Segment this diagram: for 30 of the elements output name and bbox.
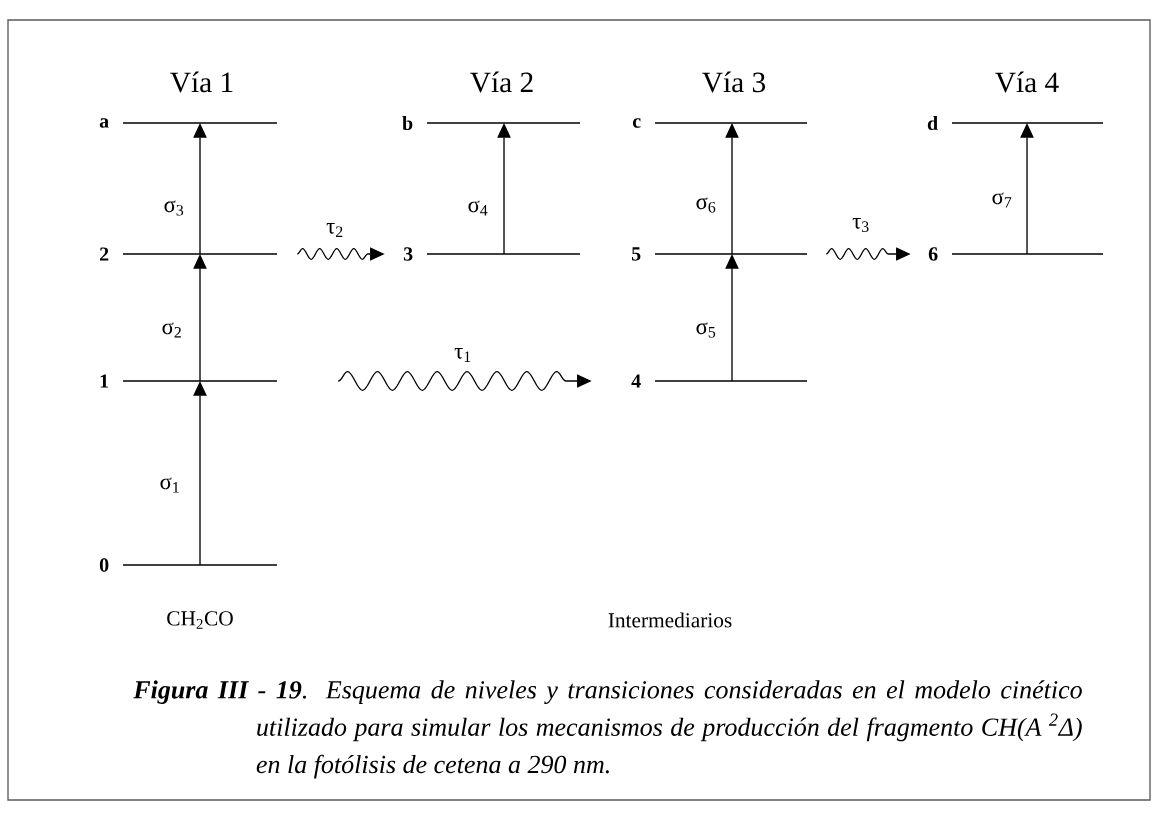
arrow [725,254,739,382]
edge-label: σ$_{5}$ [696,322,716,338]
arrow [725,123,739,255]
edge-label: τ$_{1}$ [454,348,471,362]
figure-caption: Figura III - 19. Esquema de niveles y transiciones consideradas en el modelo cinético utilizado para simular los mecanismos de producción del fragmento CH(A $^{2}$Δ) en la fotólisis de cetena a 290 nm. [133,680,1082,779]
edge-label: σ$_{4}$ [468,200,488,216]
edge-label: σ$_{2}$ [162,322,181,338]
group-label: Intermediarios [608,612,732,628]
energy-level: 2 [99,247,278,261]
edge-label: σ$_{3}$ [164,200,184,216]
energy-level: c [632,118,808,128]
arrow [1020,123,1034,255]
edge-label: σ$_{1}$ [160,477,179,493]
edge-label: τ$_{2}$ [326,223,343,237]
energy-level: 3 [403,247,581,261]
energy-level: a [99,118,278,128]
arrow [193,123,207,255]
arrow [193,381,207,566]
edge-label: σ$_{6}$ [696,197,716,213]
energy-level: 5 [631,247,808,261]
edge-label: σ$_{7}$ [992,192,1012,208]
energy-level: 4 [631,374,808,388]
energy-level: 0 [99,558,278,572]
energy-level: 6 [928,247,1104,261]
arrow [497,123,511,255]
edge-label: τ$_{3}$ [852,218,869,232]
arrow [193,254,207,382]
energy-level: b [402,116,581,131]
energy-level: 1 [100,374,278,388]
energy-level: d [927,116,1104,131]
